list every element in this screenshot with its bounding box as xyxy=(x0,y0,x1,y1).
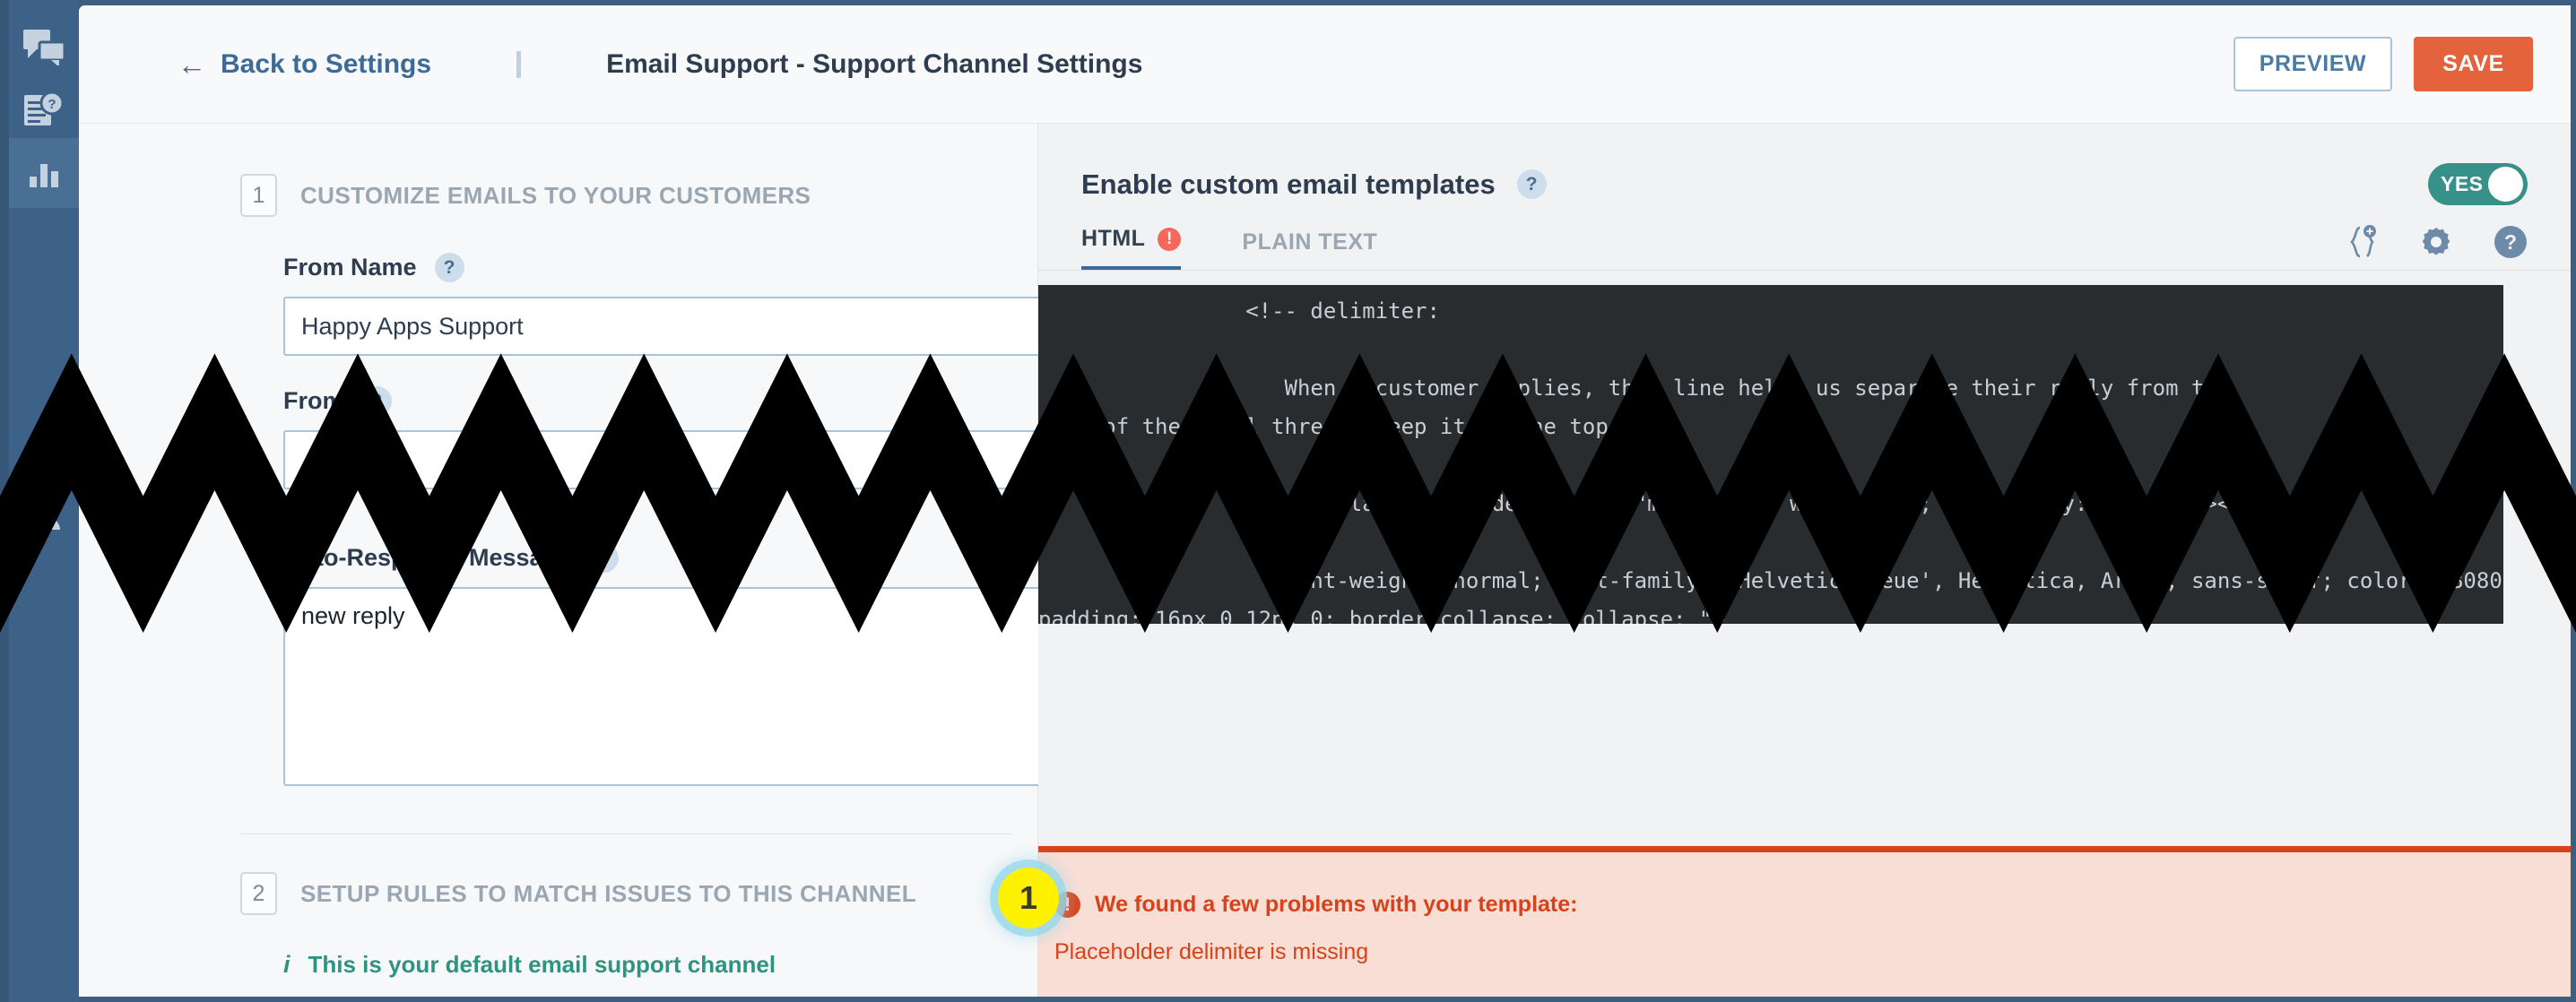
section-2-title: SETUP RULES TO MATCH ISSUES TO THIS CHAN… xyxy=(300,879,917,907)
chat-bubbles-icon xyxy=(23,30,65,65)
error-heading-row: ! We found a few problems with your temp… xyxy=(1038,852,2571,918)
tab-plain-text-label: PLAIN TEXT xyxy=(1242,229,1378,255)
template-header: Enable custom email templates ? YES xyxy=(1038,124,2571,205)
email-template-pane: Enable custom email templates ? YES HTML… xyxy=(1038,124,2571,997)
toggle-knob xyxy=(2488,167,2523,202)
template-tabs: HTML ! PLAIN TEXT xyxy=(1038,205,2571,271)
template-error-panel: ! We found a few problems with your temp… xyxy=(1038,846,2571,997)
from-name-input[interactable] xyxy=(283,297,1050,356)
topbar-divider xyxy=(516,50,522,78)
save-button[interactable]: SAVE xyxy=(2414,37,2533,91)
editor-scrollbar[interactable] xyxy=(2513,285,2528,624)
settings-form-pane: 1 CUSTOMIZE EMAILS TO YOUR CUSTOMERS Fro… xyxy=(79,124,1050,997)
from-name-help-icon[interactable]: ? xyxy=(434,253,464,282)
main-window: ← Back to Settings Email Support - Suppo… xyxy=(79,5,2571,997)
editor-scrollbar-thumb[interactable] xyxy=(2515,393,2526,500)
tab-plain-text[interactable]: PLAIN TEXT xyxy=(1242,229,1377,270)
editor-toolbar: ? xyxy=(2348,225,2528,270)
auto-response-help-icon[interactable]: ? xyxy=(589,543,620,573)
person-icon xyxy=(26,497,62,531)
bar-chart-icon xyxy=(28,157,60,189)
code-line: <td class="expander" style="margin: 0; w… xyxy=(1038,491,2283,516)
enable-templates-toggle[interactable]: YES xyxy=(2428,163,2528,205)
back-to-settings-label: Back to Settings xyxy=(221,48,432,79)
help-circle-icon: ? xyxy=(26,433,62,469)
page-title: Email Support - Support Channel Settings xyxy=(606,48,1143,79)
back-to-settings-link[interactable]: ← Back to Settings xyxy=(178,49,431,80)
code-editor-wrap: <!-- delimiter: When a customer replies,… xyxy=(1038,285,2528,624)
document-question-icon: ? xyxy=(24,91,64,129)
code-line xyxy=(1038,523,2503,562)
error-heading: We found a few problems with your templa… xyxy=(1095,892,1578,917)
preview-button[interactable]: PREVIEW xyxy=(2233,37,2392,91)
from-name-field: From Name ? xyxy=(283,253,1050,356)
section-1-title: CUSTOMIZE EMAILS TO YOUR CUSTOMERS xyxy=(300,181,811,209)
insert-placeholder-icon[interactable] xyxy=(2348,225,2379,259)
code-line: When a customer replies, this line helps… xyxy=(1038,376,2231,401)
from-email-help-icon[interactable]: ? xyxy=(361,386,392,416)
arrow-left-icon: ← xyxy=(178,48,206,81)
section-2-header: 2 SETUP RULES TO MATCH ISSUES TO THIS CH… xyxy=(240,872,1037,915)
auto-response-textarea[interactable]: new reply xyxy=(283,587,1050,786)
svg-text:?: ? xyxy=(38,439,51,463)
from-name-label-row: From Name ? xyxy=(283,253,1037,282)
code-line: rest of the email thread. Keep it at the… xyxy=(1038,414,1674,439)
from-email-field: From ? xyxy=(283,386,1050,489)
topbar-actions: PREVIEW SAVE xyxy=(2233,37,2533,91)
toggle-label: YES xyxy=(2441,172,2484,195)
code-line: font-weight: normal; font-family: 'Helve… xyxy=(1284,568,2503,593)
sidebar-item-knowledge-base[interactable]: ? xyxy=(9,75,79,145)
body-split: 1 CUSTOMIZE EMAILS TO YOUR CUSTOMERS Fro… xyxy=(79,124,2571,997)
section-2-number: 2 xyxy=(240,872,277,915)
sidebar-item-reports[interactable] xyxy=(9,138,79,208)
tab-html-error-badge: ! xyxy=(1158,227,1182,251)
code-line xyxy=(1038,446,2503,485)
auto-response-field: Auto-Response Message ? new reply xyxy=(283,543,1050,790)
callout-badge-1: 1 xyxy=(998,868,1059,929)
enable-templates-title: Enable custom email templates xyxy=(1081,168,1496,200)
section-1-header: 1 CUSTOMIZE EMAILS TO YOUR CUSTOMERS xyxy=(240,174,1037,217)
code-line: padding: 16px 0 12px 0; border-collapse:… xyxy=(1038,607,1725,624)
from-name-label: From Name xyxy=(283,254,417,281)
from-email-label: From xyxy=(283,387,344,414)
tab-html[interactable]: HTML ! xyxy=(1081,226,1182,270)
gear-icon[interactable] xyxy=(2420,226,2452,258)
from-email-label-row: From ? xyxy=(283,386,1037,416)
auto-response-label: Auto-Response Message xyxy=(283,544,572,571)
svg-text:?: ? xyxy=(2504,230,2517,254)
error-item: Placeholder delimiter is missing xyxy=(1054,939,1369,964)
svg-text:?: ? xyxy=(48,97,56,112)
enable-templates-help-icon[interactable]: ? xyxy=(1516,169,1547,199)
default-channel-note-text: This is your default email support chann… xyxy=(308,951,776,978)
rail-edge xyxy=(0,0,9,1002)
info-icon: i xyxy=(283,951,291,978)
section-1-number: 1 xyxy=(240,174,277,217)
help-circle-icon[interactable]: ? xyxy=(2494,225,2528,259)
code-line: <!-- delimiter: xyxy=(1038,298,1440,324)
code-line xyxy=(1038,331,2503,369)
default-channel-note: i This is your default email support cha… xyxy=(283,951,1037,979)
top-bar: ← Back to Settings Email Support - Suppo… xyxy=(79,5,2571,124)
from-email-input[interactable] xyxy=(283,430,1050,489)
auto-response-label-row: Auto-Response Message ? xyxy=(283,543,1037,573)
code-lines: <!-- delimiter: When a customer replies,… xyxy=(1038,285,2503,624)
html-template-editor[interactable]: <!-- delimiter: When a customer replies,… xyxy=(1038,285,2503,624)
sidebar-item-account[interactable] xyxy=(9,479,79,549)
tab-html-label: HTML xyxy=(1081,226,1146,251)
sidebar-item-conversations[interactable] xyxy=(9,13,79,82)
left-nav-rail: ? ? xyxy=(0,0,79,1002)
sidebar-item-help[interactable]: ? xyxy=(9,416,79,486)
